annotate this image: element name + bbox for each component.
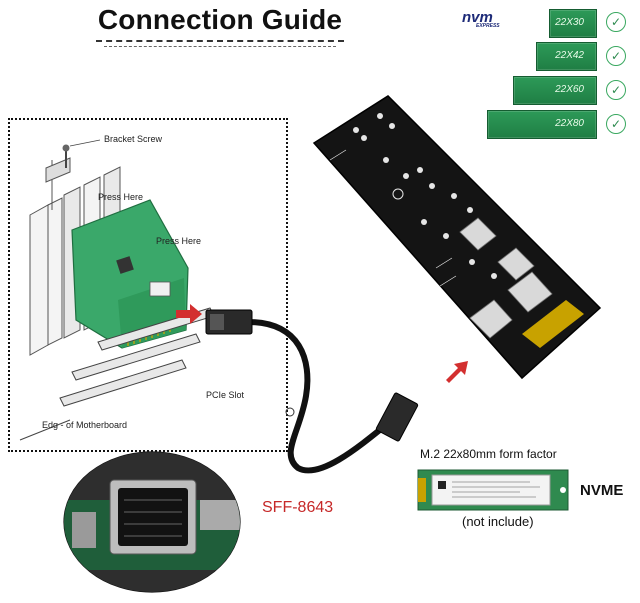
form-factor-card-22x30: 22X30 (549, 9, 597, 38)
press-here-label-2: Press Here (156, 236, 202, 246)
title-underline (96, 40, 344, 42)
arrow-right-icon (176, 304, 202, 324)
installation-diagram-frame (8, 118, 288, 452)
press-here-label-1: Press Here (98, 192, 144, 202)
m2-ssd-image (417, 469, 569, 511)
check-icon: ✓ (606, 12, 626, 32)
form-factor-label: 22X30 (555, 17, 584, 28)
form-factor-card-22x60: 22X60 (513, 76, 597, 105)
check-icon: ✓ (606, 46, 626, 66)
title-underline-secondary (104, 46, 336, 47)
pcie-slot (19, 307, 215, 441)
check-icon: ✓ (606, 80, 626, 100)
check-icon: ✓ (606, 114, 626, 134)
nvm-logo-text: nvm (462, 9, 493, 26)
sff-8643-cable (205, 309, 419, 474)
not-included-note: (not include) (462, 514, 534, 529)
nvm-express-logo: nvm EXPRESS (462, 9, 500, 29)
ssd-form-factor-caption: M.2 22x80mm form factor (420, 447, 557, 461)
motherboard-edge-label: Edg - of Motherboard (42, 420, 128, 430)
connector-closeup-photo (63, 451, 241, 593)
cable-type-label: SFF-8643 (262, 499, 334, 516)
form-factor-label: 22X42 (555, 50, 584, 61)
bracket-screw-label: Bracket Screw (104, 134, 163, 144)
page-title: Connection Guide (97, 4, 343, 35)
ssd-type-label: NVME (580, 482, 624, 499)
form-factor-card-22x42: 22X42 (536, 42, 597, 71)
pcie-slot-label: PCIe Slot (206, 390, 245, 400)
form-factor-label: 22X60 (555, 84, 584, 95)
nvm-logo-subtext: EXPRESS (476, 23, 500, 29)
bracket-screw (62, 139, 101, 168)
form-factor-card-22x80: 22X80 (487, 110, 597, 139)
arrow-up-right-icon (446, 361, 468, 383)
form-factor-label: 22X80 (555, 118, 584, 129)
m2-adapter-card (312, 95, 602, 380)
